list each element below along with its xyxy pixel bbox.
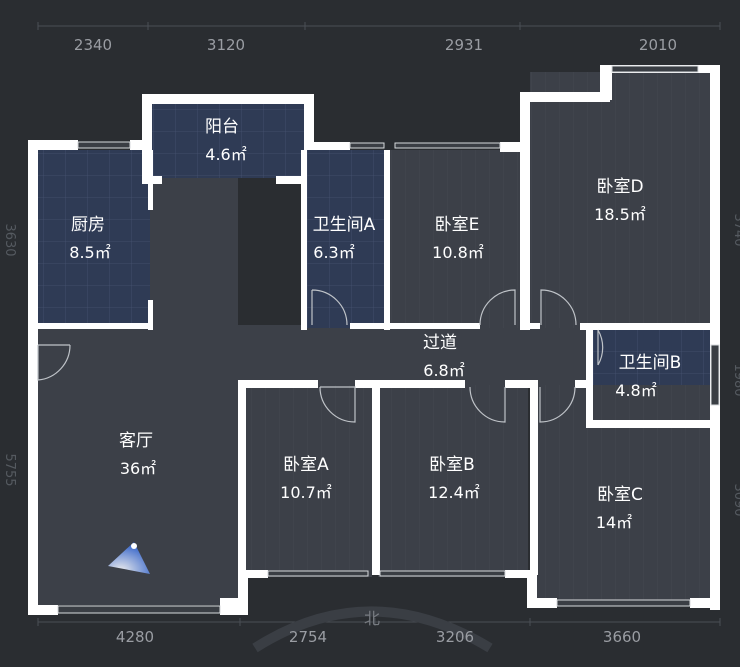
bed-d-floor — [530, 72, 710, 328]
living-area: 36㎡ — [120, 459, 156, 478]
dim-bottom-2: 2754 — [289, 628, 327, 646]
bed-c-area: 14㎡ — [596, 513, 632, 532]
kitchen-area: 8.5㎡ — [69, 243, 110, 262]
bath-a-name: 卫生间A — [313, 215, 376, 235]
balcony-area: 4.6㎡ — [205, 145, 246, 164]
corridor-floor — [150, 325, 590, 385]
dim-top-4: 2010 — [639, 36, 677, 54]
dim-top-2: 3120 — [207, 36, 245, 54]
compass-label: 北 — [364, 609, 380, 628]
dim-right-1: 3740 — [731, 213, 740, 246]
living-name: 客厅 — [119, 431, 153, 451]
bed-b-floor — [378, 385, 528, 577]
dim-left-1: 3630 — [2, 223, 17, 256]
windows — [57, 65, 720, 614]
bed-a-floor — [244, 385, 372, 577]
dim-bottom-4: 3660 — [603, 628, 641, 646]
viewpoint-marker — [108, 542, 150, 574]
bed-e-floor — [390, 150, 526, 328]
doors — [37, 289, 604, 423]
balcony-floor — [152, 104, 304, 178]
bed-c-name: 卧室C — [597, 485, 643, 505]
kitchen-name: 厨房 — [71, 215, 105, 235]
bath-a-area: 6.3㎡ — [313, 243, 354, 262]
dimension-lines — [37, 22, 721, 626]
bed-d-area: 18.5㎡ — [594, 205, 646, 224]
bed-b-area: 12.4㎡ — [428, 483, 480, 502]
bed-e-name: 卧室E — [435, 215, 480, 235]
kitchen-floor — [38, 150, 150, 325]
dim-right-3: 3090 — [731, 483, 740, 516]
bed-d-name: 卧室D — [596, 177, 643, 197]
dim-top-3: 2931 — [445, 36, 483, 54]
dim-bottom-1: 4280 — [116, 628, 154, 646]
corridor-name: 过道 — [423, 333, 457, 353]
dim-left-2: 5755 — [2, 453, 17, 486]
bed-b-name: 卧室B — [429, 455, 475, 475]
bath-b-name: 卫生间B — [619, 353, 682, 373]
room-floors — [38, 72, 710, 605]
balcony-name: 阳台 — [205, 117, 239, 137]
compass-arc — [252, 606, 493, 653]
bed-a-area: 10.7㎡ — [280, 483, 332, 502]
dim-top-1: 2340 — [74, 36, 112, 54]
bath-b-area: 4.8㎡ — [615, 381, 656, 400]
bed-a-name: 卧室A — [283, 455, 329, 475]
dim-right-2: 1980 — [731, 363, 740, 396]
bath-a-floor — [306, 150, 388, 328]
walls — [28, 65, 720, 615]
bed-e-area: 10.8㎡ — [432, 243, 484, 262]
dim-bottom-3: 3206 — [436, 628, 474, 646]
corridor-area: 6.8㎡ — [423, 361, 464, 380]
